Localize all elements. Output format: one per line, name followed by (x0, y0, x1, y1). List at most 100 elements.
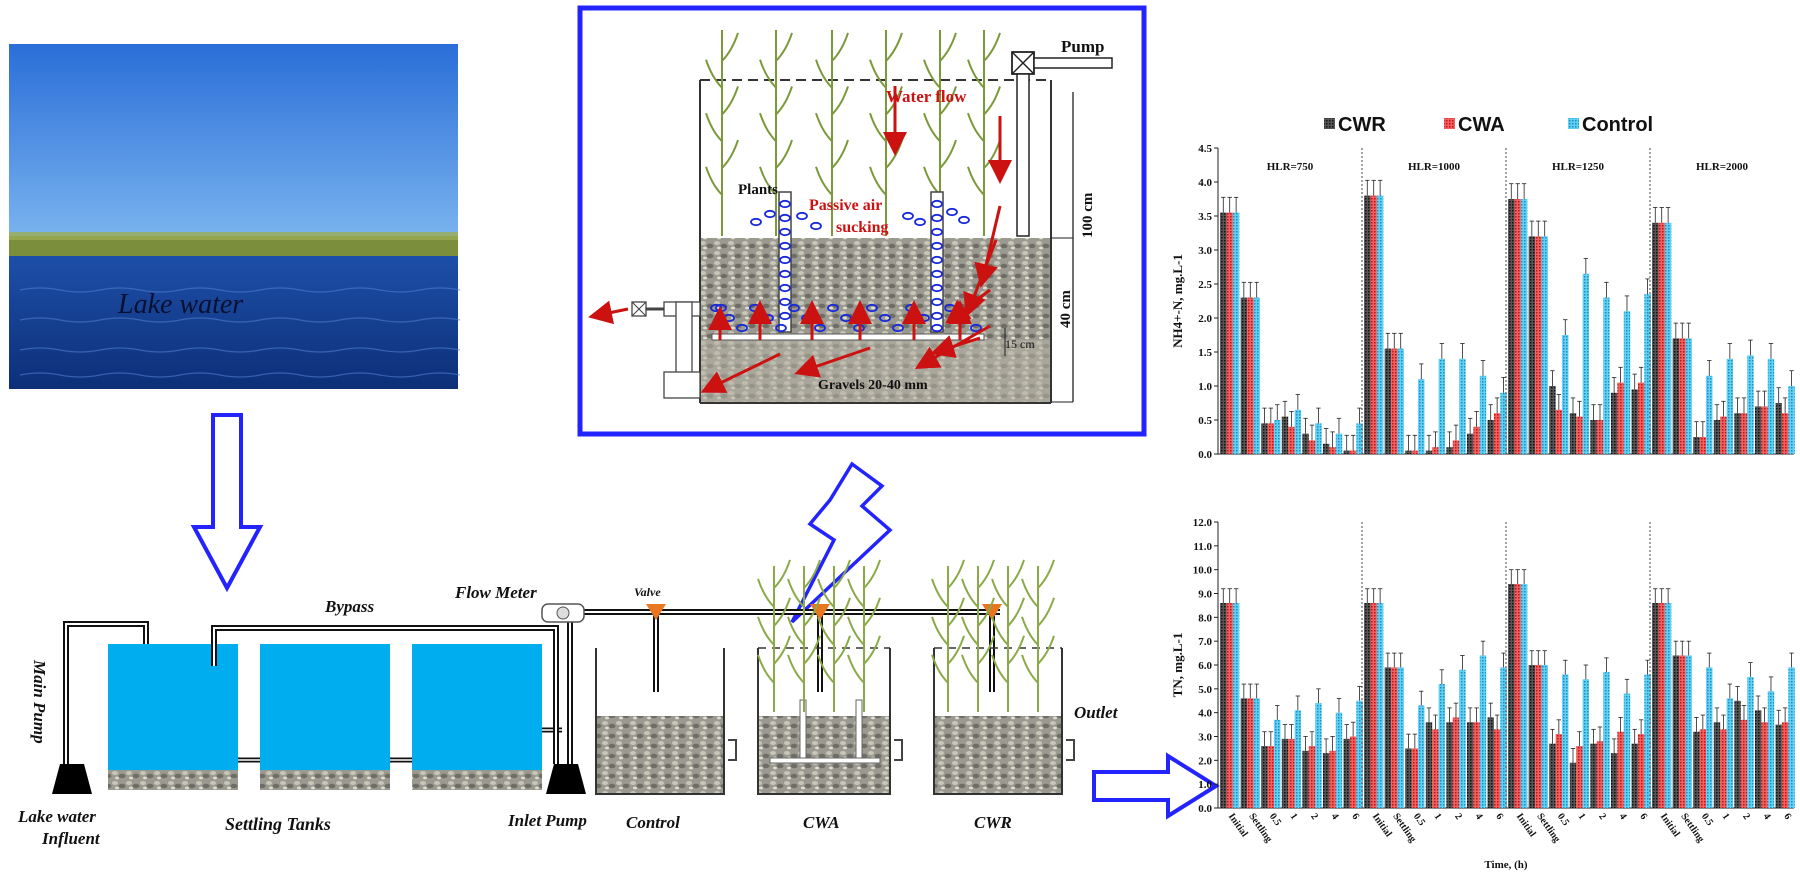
bar-control (1541, 665, 1548, 808)
x-tick-label: Initial (1514, 811, 1538, 839)
passive-air-label: Passive air (809, 197, 882, 214)
bar-cwa (1473, 426, 1480, 454)
legend-swatch-control (1568, 118, 1579, 129)
cwr-label: CWR (974, 813, 1012, 832)
bar-control (1253, 698, 1260, 808)
bar-control (1253, 297, 1260, 454)
flow-meter-label: Flow Meter (454, 583, 537, 602)
bar-cwa (1247, 698, 1254, 808)
bar-control (1603, 672, 1610, 808)
bar-cwr (1343, 738, 1350, 808)
bar-cwr (1425, 450, 1433, 454)
x-tick-label: 0.5 (1699, 811, 1715, 828)
bar-cwa (1288, 738, 1295, 808)
bar-cwa (1349, 736, 1357, 808)
control-wetland (595, 648, 725, 795)
bar-control (1418, 379, 1425, 454)
x-tick-label: Initial (1226, 811, 1250, 839)
gravels-label: Gravels 20-40 mm (818, 378, 928, 393)
bar-cwr (1672, 338, 1680, 454)
bar-control (1479, 655, 1487, 808)
bar-cwr (1610, 392, 1618, 454)
valve-icon-cwr (982, 604, 1002, 620)
bar-control (1685, 655, 1692, 808)
y-tick-label: 3.5 (1198, 211, 1212, 223)
flow-arrows (588, 86, 1012, 393)
bar-cwa (1679, 655, 1686, 808)
x-tick-label: 0.5 (1411, 811, 1427, 828)
bar-control (1335, 433, 1343, 454)
bar-cwa (1493, 729, 1501, 808)
influent-label-2: Influent (41, 829, 101, 848)
bar-control (1788, 386, 1795, 454)
bar-cwa (1761, 406, 1768, 454)
bar-cwa (1267, 746, 1275, 808)
bar-cwr (1425, 722, 1433, 808)
bar-control (1664, 603, 1672, 808)
bar-control (1315, 423, 1322, 454)
bar-cwr (1384, 667, 1392, 808)
x-tick-label: 2 (1308, 811, 1320, 821)
bar-cwr (1693, 731, 1700, 808)
bar-cwr (1322, 753, 1330, 808)
bar-cwr (1240, 297, 1248, 454)
x-tick-label: 4 (1761, 811, 1773, 821)
legend-swatch-cwr (1324, 118, 1335, 129)
x-tick-label: 6 (1781, 811, 1793, 821)
bar-cwa (1452, 440, 1460, 454)
bar-control (1541, 236, 1548, 454)
y-tick-label: 3.0 (1198, 245, 1212, 257)
bar-cwr (1343, 450, 1350, 454)
y-tick-label: 9.0 (1198, 589, 1212, 601)
bar-cwr (1610, 753, 1618, 808)
y-tick-label: 1.0 (1198, 381, 1212, 393)
bar-control (1376, 195, 1384, 454)
y-tick-label: 11.0 (1193, 541, 1212, 553)
passive-air-label-2: sucking (836, 219, 888, 236)
bar-cwa (1679, 338, 1686, 454)
bar-cwr (1631, 743, 1638, 808)
bar-cwa (1761, 722, 1768, 808)
bar-cwr (1734, 413, 1741, 454)
y-axis-label: NH4+-N, mg.L-1 (1170, 254, 1185, 348)
cwa-wetland (757, 648, 891, 795)
bar-control (1376, 603, 1384, 808)
x-tick-label: 6 (1493, 811, 1505, 821)
bar-cwa (1370, 603, 1377, 808)
y-tick-label: 2.0 (1198, 313, 1212, 325)
settling-tank-1 (108, 644, 238, 770)
y-tick-label: 0.0 (1198, 803, 1212, 815)
bar-cwr (1302, 433, 1309, 454)
y-tick-label: 6.0 (1198, 660, 1212, 672)
bar-cwa (1432, 447, 1439, 454)
bar-cwr (1775, 403, 1782, 454)
bar-cwr (1693, 437, 1700, 454)
y-tick-label: 1.0 (1198, 779, 1212, 791)
control-label: Control (626, 813, 680, 832)
bar-cwr (1487, 420, 1494, 454)
bar-cwr (1405, 748, 1412, 808)
panel-label: HLR=2000 (1696, 161, 1749, 173)
bar-cwa (1349, 450, 1357, 454)
pump-label: Pump (1061, 37, 1104, 56)
bar-control (1418, 705, 1425, 808)
bar-cwr (1672, 655, 1680, 808)
bar-cwa (1740, 413, 1748, 454)
bar-cwa (1288, 426, 1295, 454)
x-tick-label: 4 (1329, 811, 1341, 821)
down-arrow-icon (190, 413, 264, 593)
main-pump-label: Main Pump (30, 659, 49, 744)
bar-control (1459, 358, 1466, 454)
y-axis-label: TN, mg.L-1 (1170, 633, 1185, 698)
bar-cwa (1329, 750, 1336, 808)
bar-cwr (1590, 420, 1597, 454)
bar-cwa (1576, 416, 1583, 454)
bar-cwr (1405, 450, 1412, 454)
bar-control (1520, 583, 1528, 808)
bar-control (1274, 420, 1281, 454)
bar-cwr (1652, 603, 1659, 808)
legend-swatch-cwa (1444, 118, 1455, 129)
y-tick-label: 0.5 (1198, 415, 1212, 427)
x-axis-label: Time, (h) (1484, 859, 1528, 871)
